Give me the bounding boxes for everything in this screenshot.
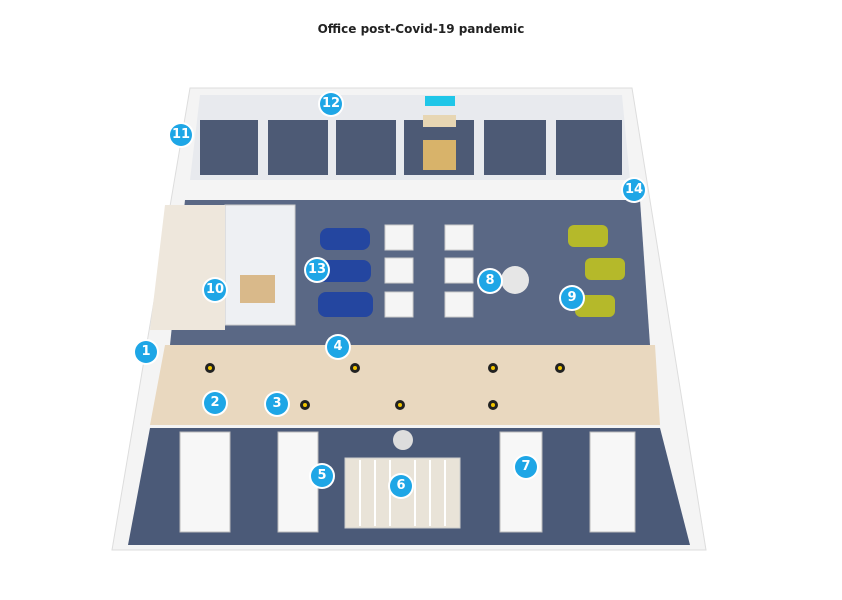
- marker-6: 6: [390, 475, 412, 497]
- focus-pods: [316, 228, 373, 317]
- cubicles: [384, 224, 474, 318]
- marker-8: 8: [479, 270, 501, 292]
- desk-banks: [179, 431, 636, 533]
- lounge-table: [501, 266, 529, 294]
- marker-10: 10: [204, 279, 226, 301]
- marker-13: 13: [306, 259, 328, 281]
- wall-sign: [425, 96, 455, 106]
- meeting-table: [423, 115, 456, 127]
- marker-12: 12: [320, 93, 342, 115]
- marker-7: 7: [515, 456, 537, 478]
- marker-4: 4: [327, 336, 349, 358]
- marker-3: 3: [266, 393, 288, 415]
- marker-5: 5: [311, 465, 333, 487]
- marker-1: 1: [135, 341, 157, 363]
- meeting-table-2: [423, 140, 456, 170]
- round-table: [393, 430, 413, 450]
- marker-9: 9: [561, 287, 583, 309]
- diagram-title: Office post-Covid-19 pandemic: [317, 22, 525, 36]
- lounge-slats: [359, 460, 446, 526]
- booths: [568, 225, 625, 317]
- stair-area: [150, 205, 225, 330]
- marker-11: 11: [170, 124, 192, 146]
- marker-2: 2: [204, 392, 226, 414]
- walkway: [150, 345, 660, 425]
- marker-14: 14: [623, 179, 645, 201]
- floor-stickers: [208, 366, 562, 407]
- left-rooms: [224, 204, 296, 326]
